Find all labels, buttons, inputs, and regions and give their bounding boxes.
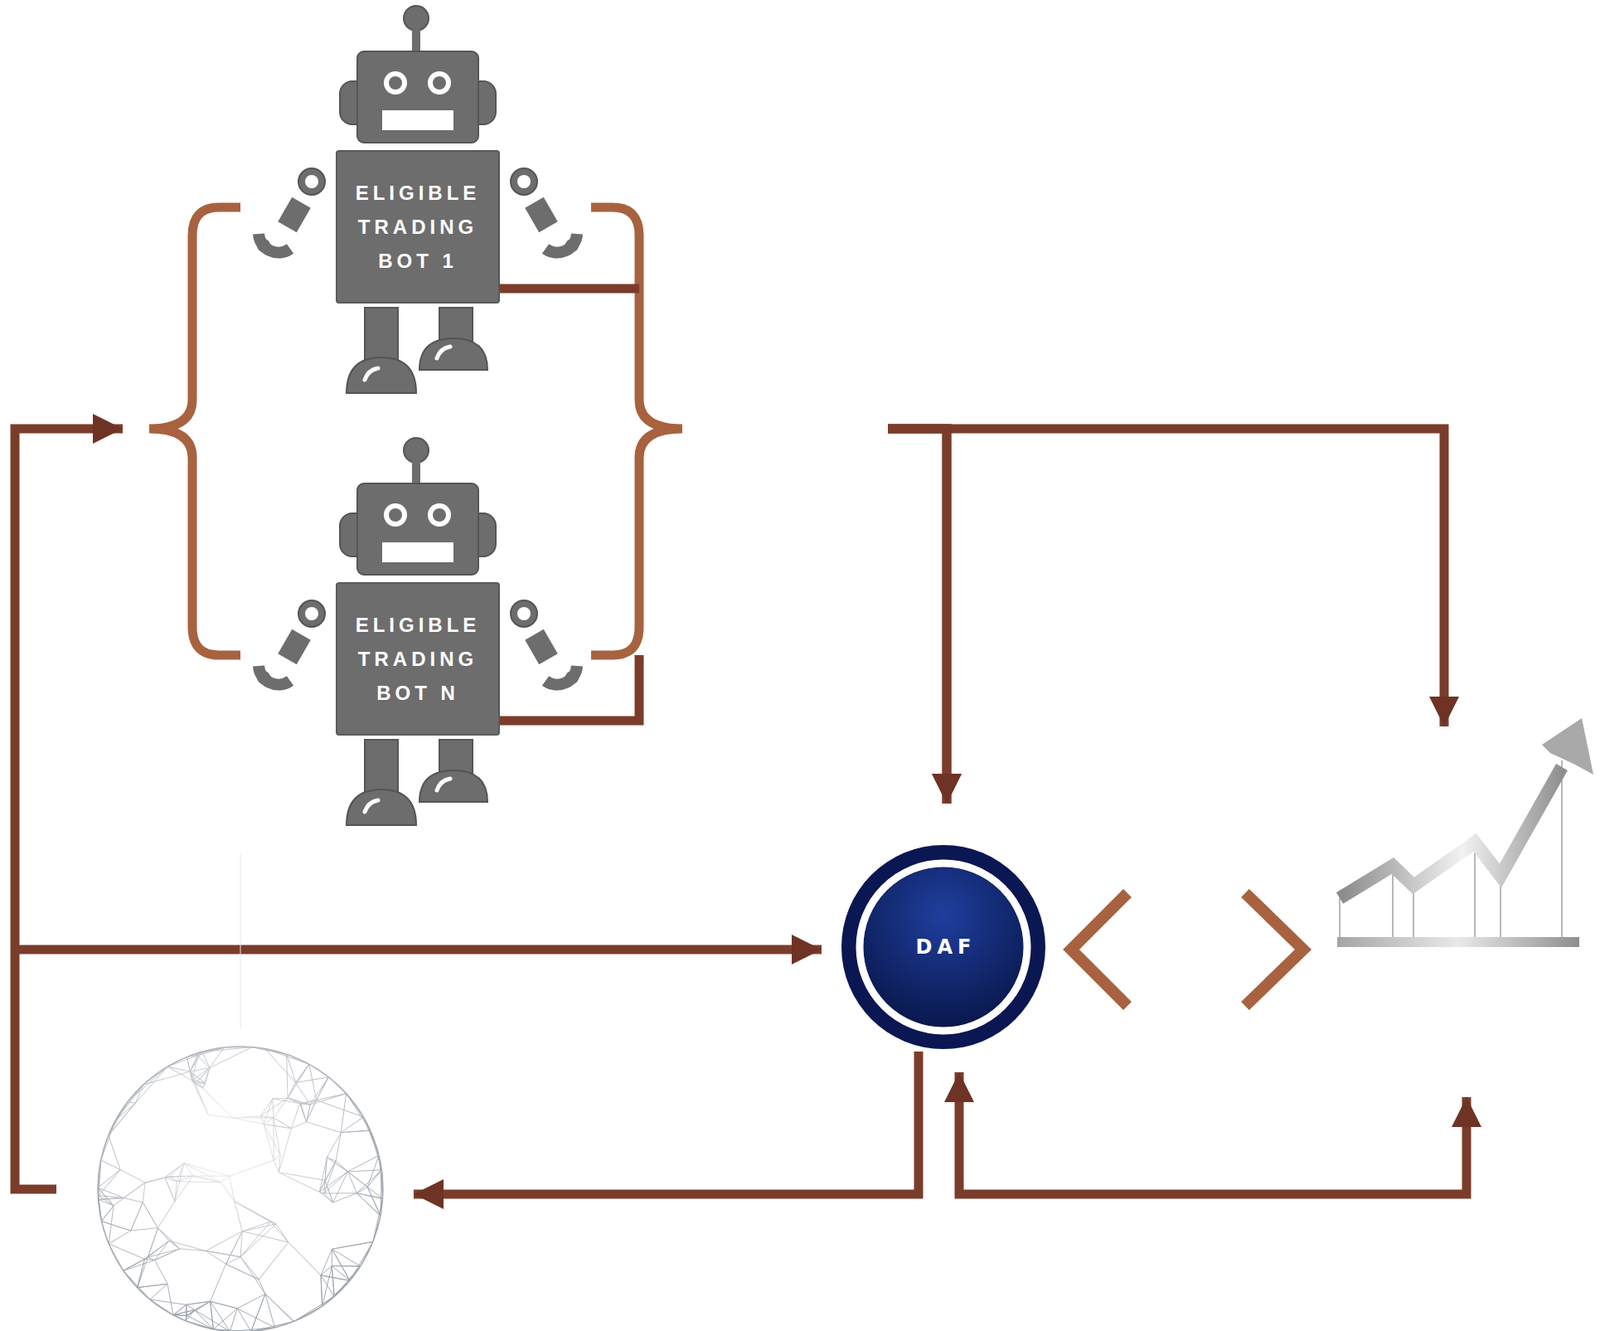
growth-chart	[1337, 717, 1594, 947]
robot-figure	[256, 5, 579, 393]
robot-body-box: ELIGIBLE TRADING BOT 1	[335, 150, 500, 304]
network-globe	[97, 1046, 384, 1331]
flow-arrow	[499, 288, 947, 804]
bot-label: ELIGIBLE TRADING BOT 1	[345, 175, 490, 278]
robot-body-box: ELIGIBLE TRADING BOT N	[335, 581, 500, 736]
chevron	[1071, 892, 1304, 1006]
faint-guide	[240, 853, 242, 1028]
robot-figure	[256, 437, 579, 825]
daf-circle: DAF	[841, 844, 1046, 1049]
bot-label: ELIGIBLE TRADING BOT N	[345, 607, 490, 710]
node-label: DAF	[911, 935, 977, 959]
flow-arrow	[499, 428, 947, 804]
mesh-lines	[97, 1047, 384, 1331]
